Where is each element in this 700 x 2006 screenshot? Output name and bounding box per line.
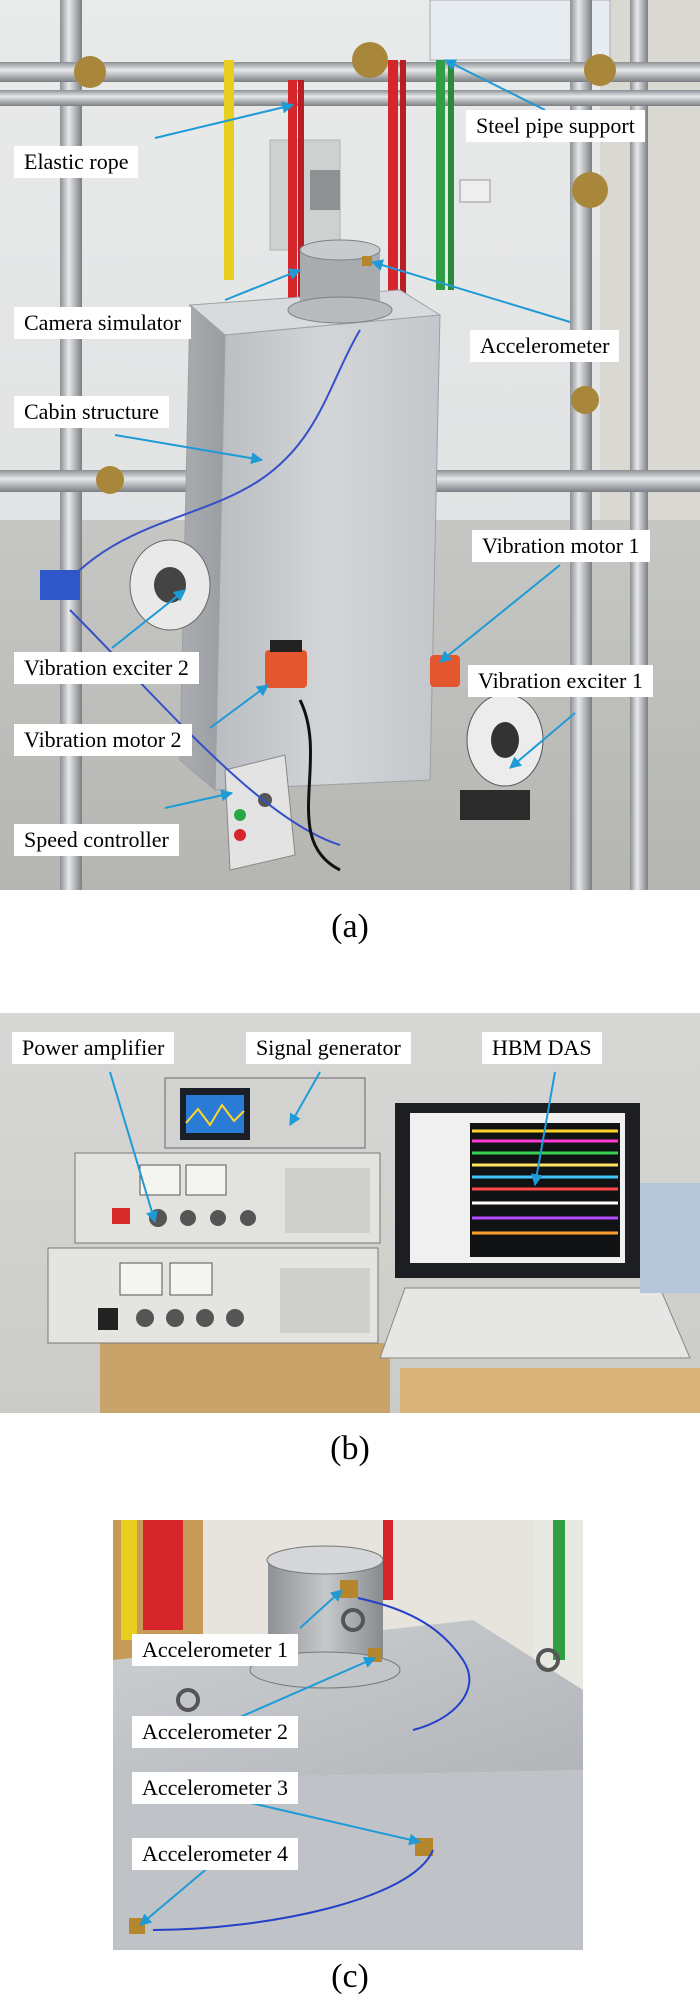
caption-c: (c) [331,1958,369,1995]
label-speed-controller: Speed controller [14,824,179,857]
label-accelerometer-2: Accelerometer 2 [132,1716,298,1749]
label-accelerometer-3: Accelerometer 3 [132,1772,298,1805]
label-vibration-motor-2: Vibration motor 2 [14,724,192,757]
label-cabin-structure: Cabin structure [14,396,170,429]
label-accelerometer: Accelerometer [470,330,620,363]
label-vibration-exciter-1: Vibration exciter 1 [468,665,653,698]
label-steel-pipe-support: Steel pipe support [466,110,645,143]
label-elastic-rope: Elastic rope [14,146,139,179]
caption-a: (a) [331,908,369,945]
label-vibration-exciter-2: Vibration exciter 2 [14,652,199,685]
label-signal-generator: Signal generator [246,1032,411,1065]
caption-b: (b) [330,1430,370,1467]
label-power-amplifier: Power amplifier [12,1032,175,1065]
label-hbm-das: HBM DAS [482,1032,602,1065]
label-accelerometer-1: Accelerometer 1 [132,1634,298,1667]
label-vibration-motor-1: Vibration motor 1 [472,530,650,563]
label-accelerometer-4: Accelerometer 4 [132,1838,298,1871]
photo-panel-b [0,1013,700,1413]
label-camera-simulator: Camera simulator [14,307,192,340]
instrument-photo [0,1013,700,1413]
